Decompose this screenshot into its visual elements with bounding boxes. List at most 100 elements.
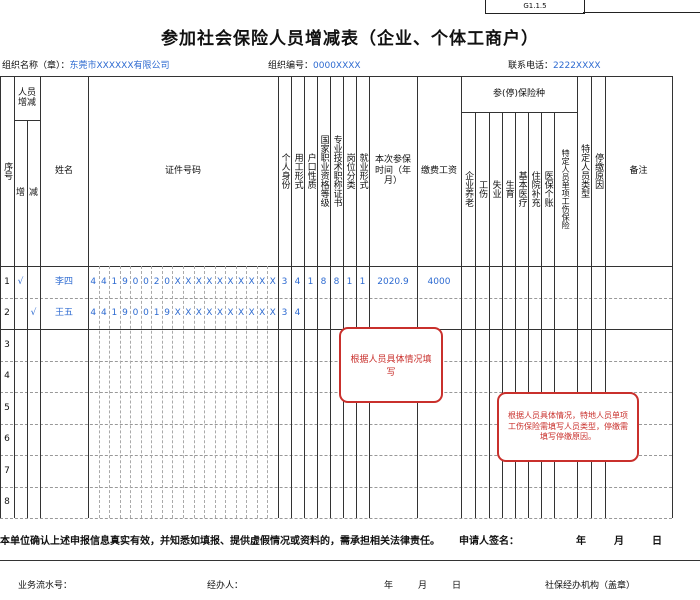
row-id-digit: X xyxy=(237,308,245,319)
row-post: 1 xyxy=(346,276,353,287)
row-id-digit: 1 xyxy=(111,308,118,319)
row-id-digit: X xyxy=(227,276,234,287)
id-digit-divider xyxy=(257,266,258,518)
id-digit-divider xyxy=(236,266,237,518)
id-digit-divider xyxy=(151,266,152,518)
row-id-digit: 4 xyxy=(90,308,97,319)
row-id-digit: 4 xyxy=(100,308,107,319)
row-id-digit: X xyxy=(248,308,255,319)
id-digit-divider xyxy=(172,266,173,518)
grid-line xyxy=(554,112,555,518)
serial-label: 业务流水号： xyxy=(18,581,73,591)
grid-line xyxy=(27,120,28,518)
header-insured-date: 本次参保时间（年月） xyxy=(374,155,411,187)
row-hukou: 1 xyxy=(307,276,314,287)
row-id-digit: 9 xyxy=(122,308,128,319)
row-id-digit: 0 xyxy=(132,276,139,287)
row-id-digit: X xyxy=(216,276,224,287)
id-digit-divider xyxy=(141,266,142,518)
header-unemployment: 失业 xyxy=(490,180,501,198)
id-digit-divider xyxy=(99,266,100,518)
callout-fill-info: 根据人员具体情况填写 xyxy=(339,327,443,403)
grid-line xyxy=(0,392,672,393)
header-employment: 用工形式 xyxy=(292,153,303,189)
row-qualification: 8 xyxy=(320,276,327,287)
header-change: 人员增减 xyxy=(17,87,36,108)
row-wage: 4000 xyxy=(427,276,451,287)
header-insurance-group: 参(停)保险种 xyxy=(492,88,546,99)
row-seq: 6 xyxy=(4,434,10,445)
row-id-digit: X xyxy=(259,308,266,319)
grid-line xyxy=(541,112,542,518)
header-dec: 减 xyxy=(28,187,38,198)
grid-line xyxy=(0,361,672,362)
row-tech: 8 xyxy=(333,276,340,287)
header-special-type: 特定人员类型 xyxy=(579,144,590,198)
handler-label: 经办人： xyxy=(207,581,244,591)
row-id-digit: 0 xyxy=(143,276,149,287)
row-identity: 3 xyxy=(281,276,288,287)
row-id-digit: X xyxy=(174,276,181,287)
id-digit-divider xyxy=(183,266,184,518)
row-insured-date: 2020.9 xyxy=(377,276,409,287)
grid-line xyxy=(0,76,1,518)
grid-line xyxy=(317,76,318,518)
header-stop-reason: 停缴原因 xyxy=(593,153,604,189)
row-id-digit: 2 xyxy=(153,276,160,287)
declaration: 本单位确认上述申报信息真实有效，并知悉如填报、提供虚假情况或资料的，需承担相关法… xyxy=(0,536,440,547)
grid-line xyxy=(515,112,516,518)
row-employment: 4 xyxy=(294,308,301,319)
id-digit-divider xyxy=(194,266,195,518)
phone-label: 联系电话： xyxy=(508,61,554,71)
header-hospital: 住院补充 xyxy=(529,171,540,207)
row-seq: 7 xyxy=(4,465,10,476)
row-id-digit: X xyxy=(185,276,192,287)
row-id-digit: 1 xyxy=(111,276,118,287)
row-id-digit: X xyxy=(206,276,213,287)
row-id-digit: 4 xyxy=(90,276,97,287)
grid-line xyxy=(417,76,418,518)
grid-line xyxy=(605,76,606,518)
org-name-label: 组织名称（章）： xyxy=(2,61,70,71)
grid-line xyxy=(0,298,672,299)
applicant-sign-label: 申请人签名： xyxy=(459,536,519,547)
row-id-digit: 0 xyxy=(132,308,139,319)
header-seq: 序号 xyxy=(2,162,13,180)
header-qualification: 国家职业资格等级 xyxy=(318,135,329,207)
header-maternity: 生育 xyxy=(503,180,514,198)
grid-line xyxy=(475,112,476,518)
grid-line xyxy=(278,76,279,518)
grid-line xyxy=(0,455,672,456)
id-digit-divider xyxy=(225,266,226,518)
grid-line xyxy=(88,76,89,518)
sign-month: 月 xyxy=(614,536,624,547)
row-identity: 3 xyxy=(281,308,288,319)
row-id-digit: 0 xyxy=(143,308,149,319)
row-id-digit: X xyxy=(195,276,202,287)
header-identity: 个人身份 xyxy=(279,153,290,189)
grid-line xyxy=(461,112,577,113)
header-pension: 企业养老 xyxy=(463,171,474,207)
header-hukou: 户口性质 xyxy=(305,153,316,189)
header-remark: 备注 xyxy=(629,165,648,176)
row-id-digit: X xyxy=(259,276,266,287)
id-digit-divider xyxy=(109,266,110,518)
row-id-digit: 4 xyxy=(100,276,107,287)
id-digit-divider xyxy=(215,266,216,518)
footer-year: 年 xyxy=(384,581,394,591)
id-digit-divider xyxy=(130,266,131,518)
header-name: 姓名 xyxy=(54,165,73,176)
org-id-label: 组织编号： xyxy=(268,61,314,71)
row-name: 王五 xyxy=(54,308,73,319)
row-id-digit: X xyxy=(206,308,213,319)
sign-year: 年 xyxy=(576,536,586,547)
grid-line xyxy=(330,76,331,518)
id-digit-divider xyxy=(267,266,268,518)
row-dec-mark: √ xyxy=(30,308,37,319)
org-name-value: 东莞市XXXXXX有限公司 xyxy=(69,61,170,71)
header-wage: 缴费工资 xyxy=(420,165,457,176)
id-digit-divider xyxy=(204,266,205,518)
insurance-change-table: 序号 人员增减 增 减 姓名 证件号码 个人身份 用工形式 户口性质 国家职业资… xyxy=(0,76,673,519)
header-post: 岗位分类 xyxy=(344,153,355,189)
row-id-digit: 0 xyxy=(164,276,171,287)
